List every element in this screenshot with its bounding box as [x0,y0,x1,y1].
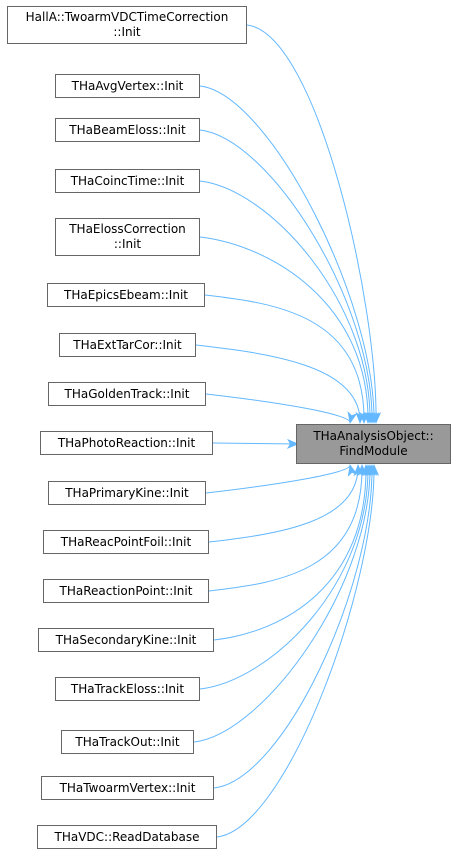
caller-node-photo-reaction-init[interactable]: THaPhotoReaction::Init [40,431,213,455]
caller-node-twoarm-vertex-init-label-line: THaTwoarmVertex::Init [59,780,196,795]
call-edge-primary-kine-init [205,464,358,494]
caller-node-track-out-init-label-line: THaTrackOut::Init [75,734,180,749]
call-edge-ext-tar-cor-init [195,344,366,424]
call-edge-track-out-init [193,464,376,743]
call-edge-twoarm-vdc-time-correction-init [246,24,382,424]
caller-node-beam-eloss-init-label-line: THaBeamEloss::Init [69,122,186,137]
caller-node-golden-track-init[interactable]: THaGoldenTrack::Init [48,382,206,406]
call-edge-secondary-kine-init [213,464,372,641]
caller-node-reac-point-foil-init[interactable]: THaReacPointFoil::Init [43,530,209,554]
caller-node-secondary-kine-init-label-line: THaSecondaryKine::Init [55,632,197,647]
caller-node-eloss-correction-init-label-line: THaElossCorrection [69,222,186,236]
caller-node-reaction-point-init-label-line: THaReactionPoint::Init [59,583,193,598]
caller-node-epics-ebeam-init[interactable]: THaEpicsEbeam::Init [47,283,205,307]
call-edge-golden-track-init [205,393,358,424]
caller-node-beam-eloss-init[interactable]: THaBeamEloss::Init [55,118,200,142]
caller-node-track-eloss-init-label-line: THaTrackEloss::Init [70,681,185,696]
caller-node-reac-point-foil-init-label-line: THaReacPointFoil::Init [60,534,192,549]
caller-node-twoarm-vertex-init[interactable]: THaTwoarmVertex::Init [41,776,214,800]
caller-node-eloss-correction-init[interactable]: THaElossCorrection::Init [55,218,200,256]
call-edge-beam-eloss-init [199,129,378,424]
call-edge-avg-vertex-init [199,85,380,424]
caller-node-ext-tar-cor-init-label-line: THaExtTarCor::Init [73,337,182,352]
caller-node-vdc-read-database-label-line: THaVDC::ReadDatabase [54,829,200,844]
caller-node-primary-kine-init-label-line: THaPrimaryKine::Init [65,485,189,500]
caller-node-primary-kine-init[interactable]: THaPrimaryKine::Init [48,481,206,505]
call-edge-photo-reaction-init [212,438,299,449]
target-node-find-module-label-line: THaAnalysisObject:: [313,429,434,443]
caller-node-eloss-correction-init-label-line: ::Init [113,237,142,251]
caller-node-track-out-init[interactable]: THaTrackOut::Init [61,730,194,754]
caller-node-photo-reaction-init-label-line: THaPhotoReaction::Init [57,435,196,450]
target-node-find-module-label-line: FindModule [339,444,408,458]
call-edge-track-eloss-init [199,464,374,690]
caller-node-ext-tar-cor-init[interactable]: THaExtTarCor::Init [59,333,196,357]
caller-node-vdc-read-database[interactable]: THaVDC::ReadDatabase [37,825,217,849]
call-edge-epics-ebeam-init [204,294,370,424]
caller-node-golden-track-init-label-line: THaGoldenTrack::Init [64,386,190,401]
caller-node-coinc-time-init[interactable]: THaCoincTime::Init [55,169,200,193]
caller-node-coinc-time-init-label-line: THaCoincTime::Init [70,173,185,188]
call-edge-twoarm-vertex-init [213,464,378,789]
call-edge-eloss-correction-init [199,236,374,424]
caller-node-reaction-point-init[interactable]: THaReactionPoint::Init [43,579,209,603]
caller-node-twoarm-vdc-time-correction-init-label-line: ::Init [113,25,141,39]
call-edge-coinc-time-init [199,180,376,424]
caller-node-track-eloss-init[interactable]: THaTrackEloss::Init [55,677,200,701]
target-node-find-module: THaAnalysisObject::FindModule [296,424,451,464]
caller-node-avg-vertex-init-label-line: THaAvgVertex::Init [71,78,184,93]
call-edge-reaction-point-init [208,464,368,592]
call-edge-vdc-read-database [216,464,380,838]
caller-node-twoarm-vdc-time-correction-init[interactable]: HallA::TwoarmVDCTimeCorrection::Init [7,6,247,44]
caller-node-avg-vertex-init[interactable]: THaAvgVertex::Init [55,74,200,98]
caller-node-twoarm-vdc-time-correction-init-label-line: HallA::TwoarmVDCTimeCorrection [25,10,229,24]
caller-node-secondary-kine-init[interactable]: THaSecondaryKine::Init [38,628,214,652]
caller-node-epics-ebeam-init-label-line: THaEpicsEbeam::Init [64,287,188,302]
call-edge-reac-point-foil-init [208,464,364,543]
